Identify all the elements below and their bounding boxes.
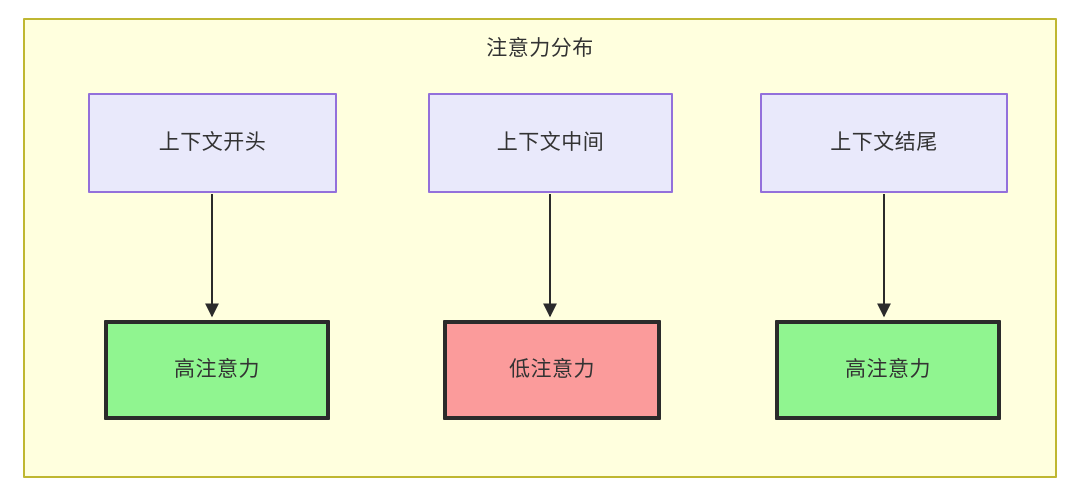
- node-attention-high-end[interactable]: 高注意力: [775, 320, 1001, 420]
- node-attention-low-middle[interactable]: 低注意力: [443, 320, 661, 420]
- node-attention-high-start[interactable]: 高注意力: [104, 320, 330, 420]
- node-context-middle[interactable]: 上下文中间: [428, 93, 673, 193]
- node-context-start[interactable]: 上下文开头: [88, 93, 337, 193]
- node-context-end[interactable]: 上下文结尾: [760, 93, 1008, 193]
- subgraph-title: 注意力分布: [486, 37, 594, 60]
